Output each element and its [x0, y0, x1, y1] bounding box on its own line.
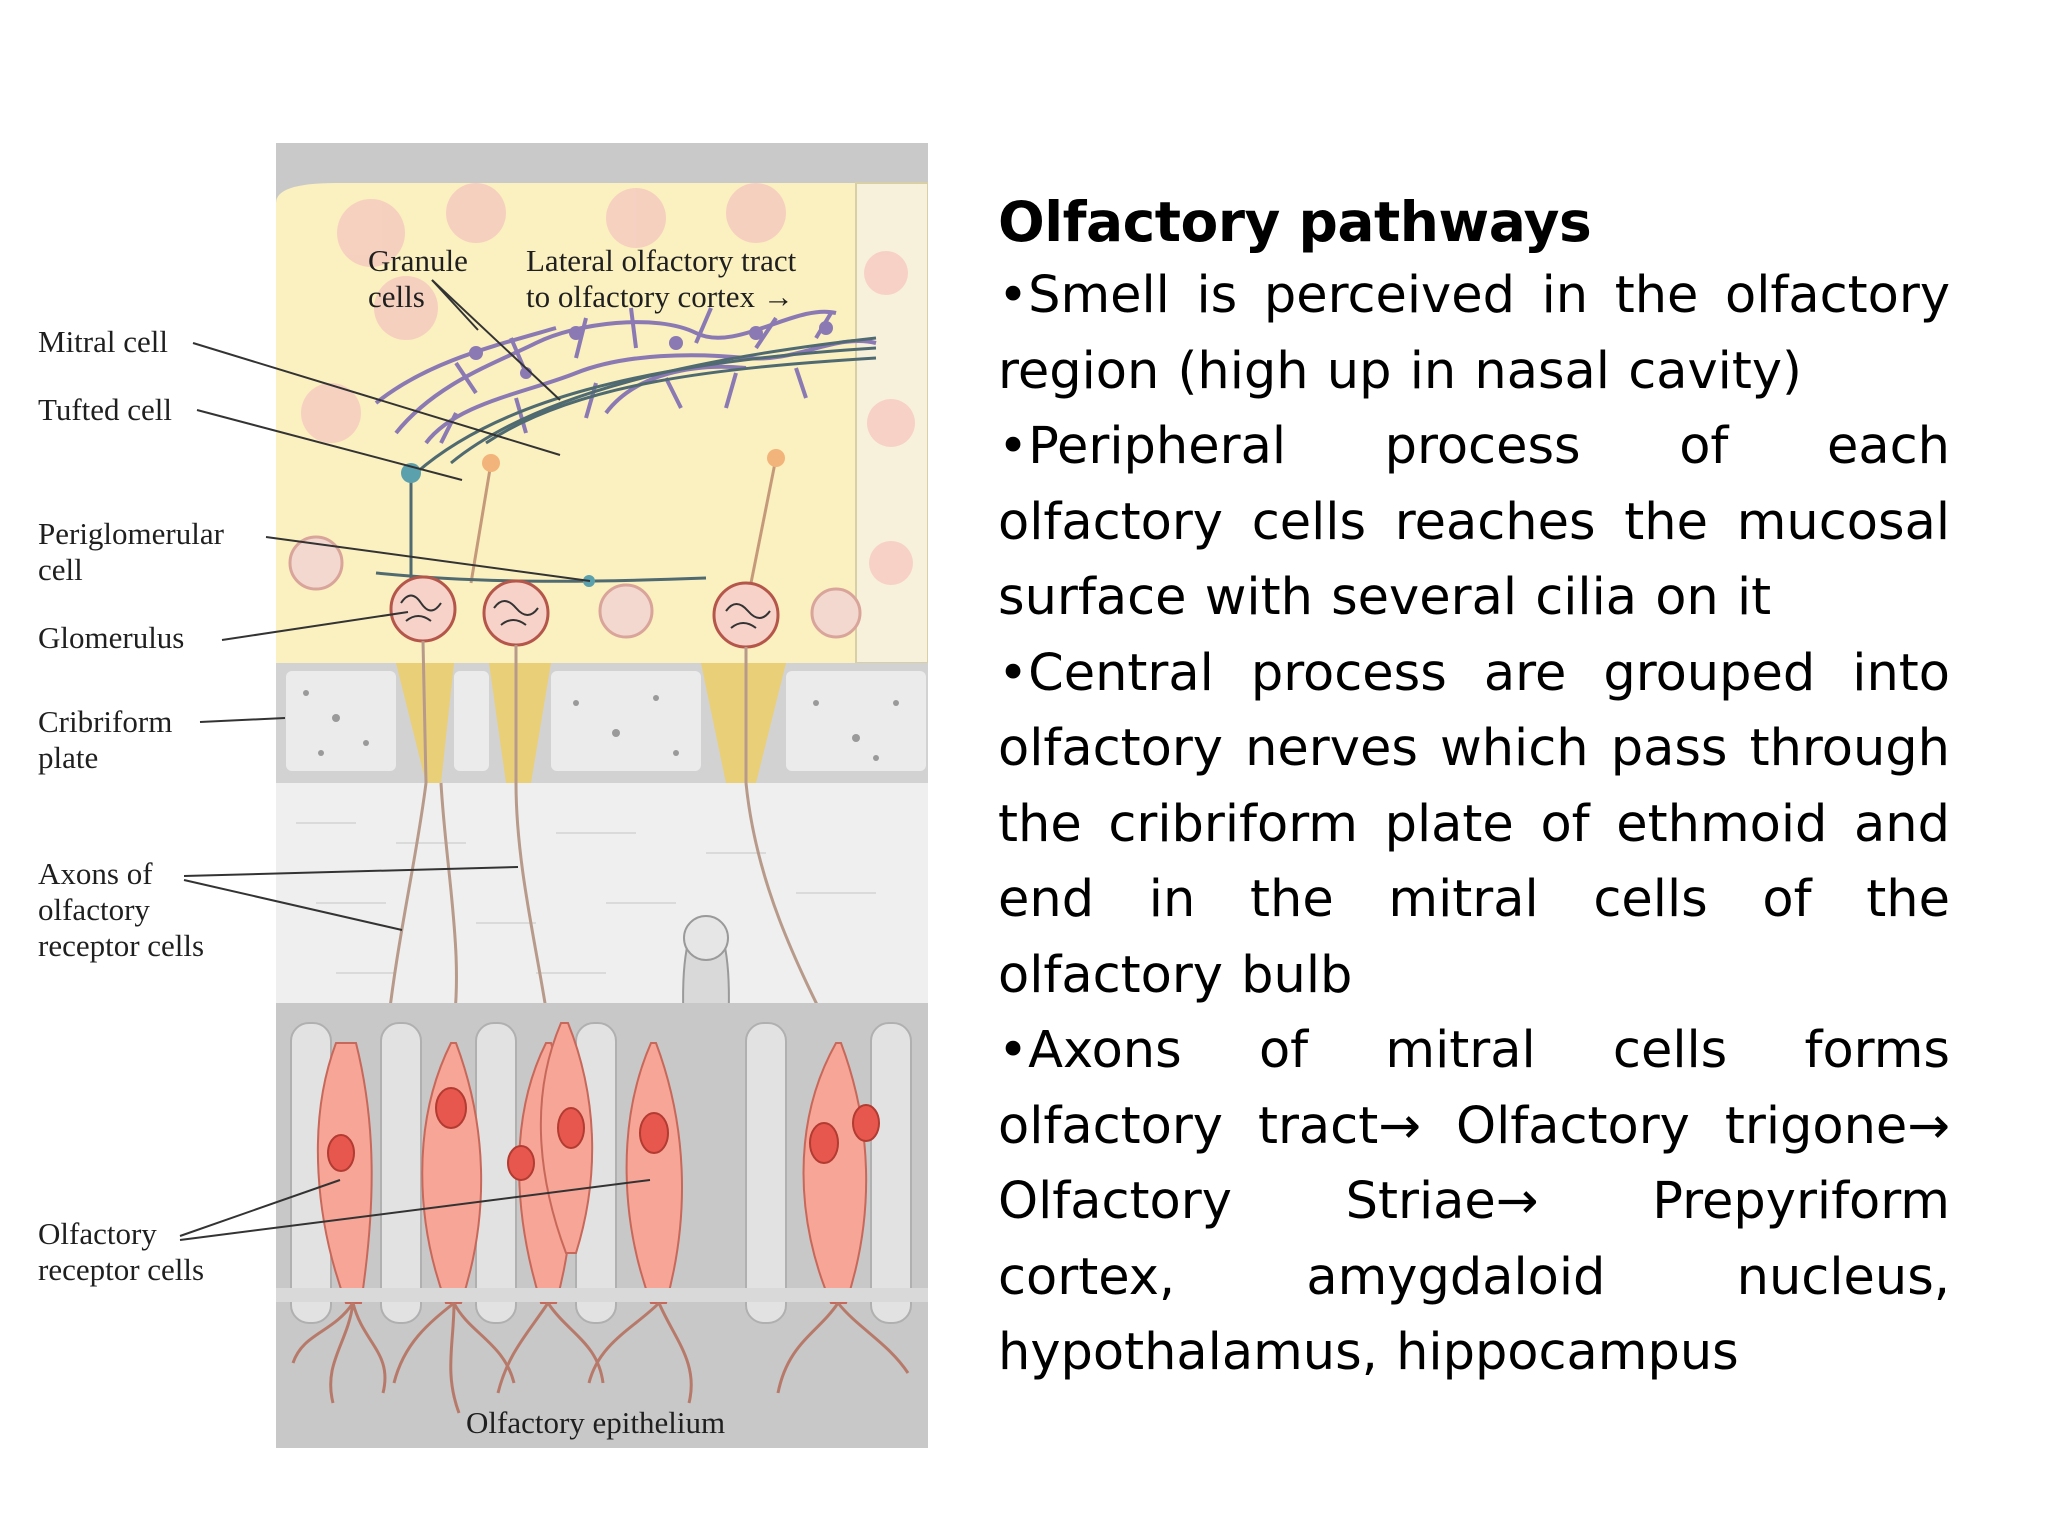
olfactory-epithelium-label: Olfactory epithelium — [466, 1405, 726, 1440]
text-panel: Olfactory pathways •Smell is perceived i… — [998, 186, 1950, 1391]
glomerulus-tangles — [400, 594, 771, 629]
mitral-cell-label: Mitral cell — [38, 324, 168, 359]
bullet-mitral-axons: •Axons of mitral cells forms olfactory t… — [998, 1021, 1950, 1382]
lateral-tract-label: Lateral olfactory tract to olfactory cor… — [526, 243, 797, 314]
receptor-nuclei — [327, 1087, 880, 1181]
bullet-central-process: •Central process are grouped into olfact… — [998, 643, 1950, 1005]
olfactory-pathway-illustration: Granule cells Lateral olfactory tract to… — [276, 143, 928, 1448]
granule-cells-label: Granule cells — [368, 243, 468, 314]
glomerulus-label: Glomerulus — [38, 620, 185, 655]
tufted-cell-label: Tufted cell — [38, 392, 173, 427]
cribriform-plate — [276, 663, 928, 783]
slide-title: Olfactory pathways — [998, 190, 1592, 254]
periglomerular-cell-label: Periglomerular cell — [38, 516, 224, 587]
bone-speckles — [303, 690, 899, 761]
cribriform-plate-label: Cribriform plate — [38, 704, 173, 775]
periglomerular-cell-body — [583, 575, 595, 587]
axons-label: Axons of olfactory receptor cells — [38, 856, 205, 963]
bullet-peripheral-process: •Peripheral process of each olfactory ce… — [998, 417, 1950, 627]
bullet-smell-perception: •Smell is perceived in the olfactory reg… — [998, 266, 1950, 401]
cilia — [291, 1301, 910, 1414]
mucus-layer — [276, 1288, 928, 1302]
illustration-artwork — [276, 182, 928, 1448]
cribriform-plate-leader — [199, 717, 286, 723]
receptor-cells-label: Olfactory receptor cells — [38, 1216, 205, 1287]
